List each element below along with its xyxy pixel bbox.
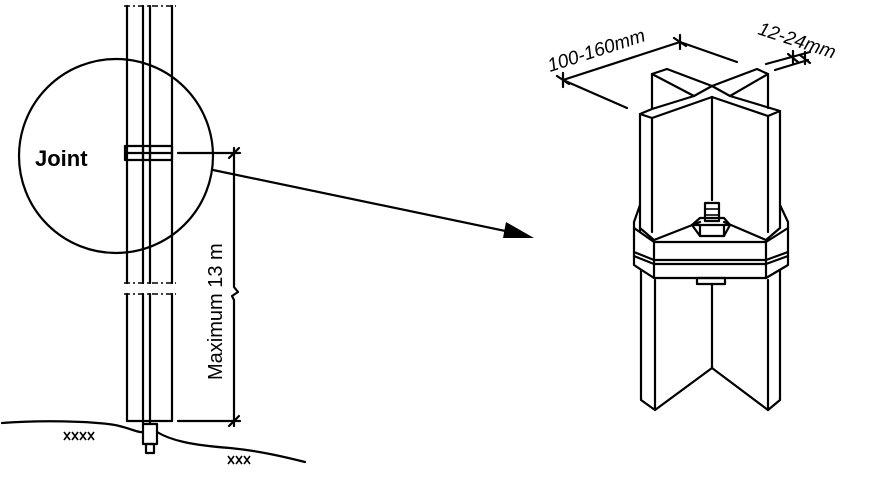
joint-highlight-circle: [17, 57, 215, 255]
clamp-collar: [632, 203, 790, 286]
thickness-dimension: 12-24mm: [755, 19, 838, 72]
height-dimension: Maximum 13 m: [176, 146, 242, 428]
joint-bands: [123, 144, 174, 162]
width-dimension: 100-160mm: [545, 25, 739, 110]
joint-label: Joint: [35, 146, 88, 171]
arrowhead-icon: [503, 222, 534, 238]
soil-hatch-right: [227, 455, 251, 465]
detail-arrow: [211, 168, 534, 238]
bolt-and-nut: [690, 201, 732, 238]
cross-section-top: [638, 67, 782, 234]
pole-lower-section: [124, 292, 176, 455]
thickness-dimension-label: 12-24mm: [755, 19, 838, 64]
height-dimension-label: Maximum 13 m: [205, 243, 227, 380]
ground-line: [0, 420, 307, 465]
cross-section-bottom: [639, 268, 782, 412]
soil-hatch-left: [63, 431, 95, 441]
pole-elevation: Joint Maximum 13 m: [0, 4, 307, 465]
pole-upper-section: [124, 4, 176, 285]
joint-detail-isometric: 100-160mm 12-24mm: [545, 19, 838, 412]
